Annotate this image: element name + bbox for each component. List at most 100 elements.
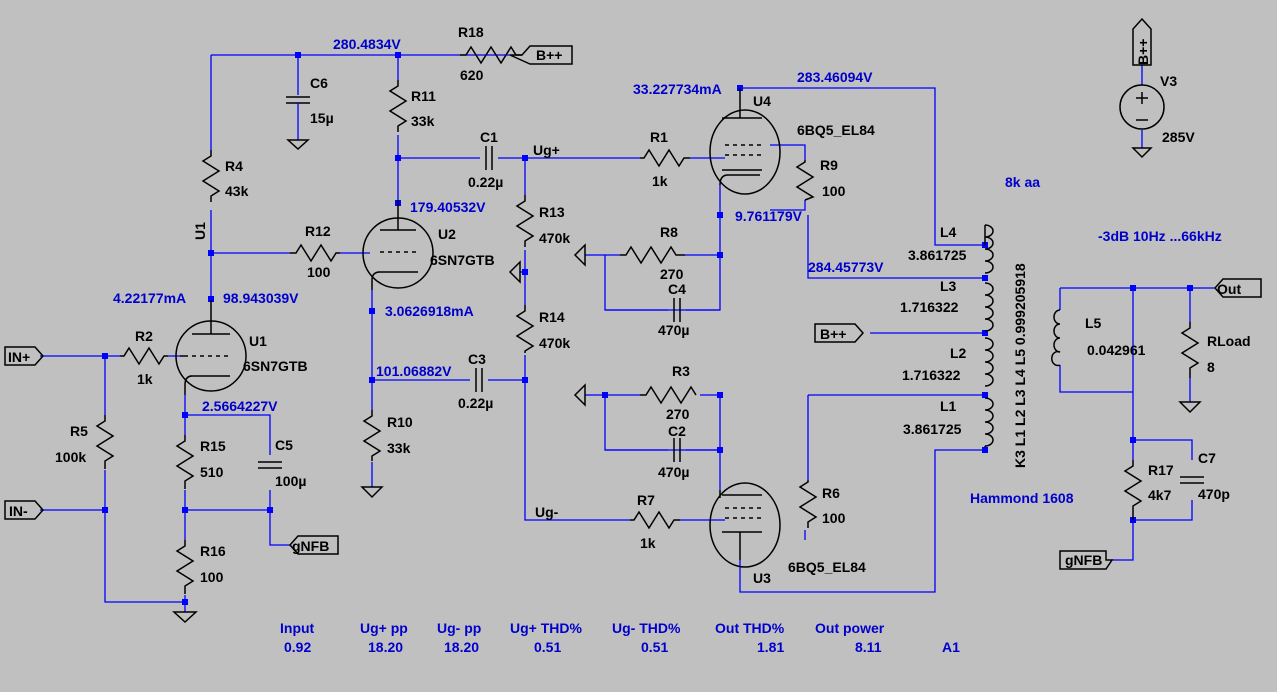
svg-text:C5: C5 [275, 437, 293, 453]
table-value-ugp-thd: 0.51 [534, 639, 561, 655]
svg-text:R1: R1 [650, 129, 668, 145]
tube-u2[interactable] [362, 200, 434, 290]
resistor-rload [1180, 322, 1200, 378]
svg-text:L1: L1 [940, 398, 957, 414]
svg-text:C1: C1 [480, 129, 498, 145]
resistor-r4 [201, 150, 221, 202]
svg-text:U4: U4 [753, 93, 771, 109]
svg-text:gNFB: gNFB [1065, 552, 1102, 568]
svg-text:V3: V3 [1160, 73, 1177, 89]
capacitor-c4 [673, 298, 681, 322]
svg-text:470k: 470k [539, 335, 570, 351]
resistor-r12 [290, 243, 340, 263]
svg-text:283.46094V: 283.46094V [797, 69, 873, 85]
svg-text:Hammond 1608: Hammond 1608 [970, 490, 1074, 506]
resistor-r18 [460, 45, 522, 65]
svg-text:6BQ5_EL84: 6BQ5_EL84 [797, 122, 875, 138]
svg-text:470µ: 470µ [658, 464, 689, 480]
svg-text:1k: 1k [652, 173, 668, 189]
svg-text:1.716322: 1.716322 [902, 367, 961, 383]
svg-text:C7: C7 [1198, 450, 1216, 466]
resistor-r9 [795, 160, 815, 201]
table-value-input: 0.92 [284, 639, 311, 655]
capacitor-c3 [475, 368, 483, 392]
svg-text:1k: 1k [640, 535, 656, 551]
svg-text:R15: R15 [200, 438, 226, 454]
net-flag-out[interactable]: Out [1213, 278, 1262, 298]
svg-text:6SN7GTB: 6SN7GTB [243, 358, 308, 374]
resistor-r3 [640, 385, 697, 405]
resistor-r2 [120, 346, 168, 366]
svg-text:100: 100 [307, 264, 331, 280]
svg-text:6BQ5_EL84: 6BQ5_EL84 [788, 559, 866, 575]
net-flag-gnfb-right[interactable]: gNFB [1059, 550, 1114, 570]
net-flag-in-minus[interactable]: IN- [4, 500, 45, 520]
svg-text:R2: R2 [135, 328, 153, 344]
svg-text:100k: 100k [55, 449, 86, 465]
table-header-ugp-pp: Ug+ pp [360, 620, 408, 636]
resistor-r14 [515, 305, 535, 353]
results-table: Input Ug+ pp Ug- pp Ug+ THD% Ug- THD% Ou… [280, 620, 960, 655]
table-header-input: Input [280, 620, 315, 636]
svg-text:L4: L4 [940, 224, 957, 240]
svg-text:33k: 33k [411, 113, 435, 129]
svg-text:C3: C3 [468, 351, 486, 367]
svg-text:15µ: 15µ [310, 110, 334, 126]
svg-text:B++: B++ [536, 47, 562, 63]
capacitor-c5 [258, 461, 282, 469]
tube-u3[interactable] [709, 482, 781, 568]
output-transformer[interactable] [984, 224, 994, 447]
svg-text:270: 270 [666, 406, 690, 422]
svg-text:4k7: 4k7 [1148, 487, 1172, 503]
svg-text:R11: R11 [411, 88, 436, 104]
net-flag-bpp-v3[interactable]: B++ [1132, 17, 1152, 66]
svg-text:R17: R17 [1148, 462, 1174, 478]
resistors[interactable] [95, 45, 1200, 594]
svg-text:270: 270 [660, 266, 684, 282]
resistor-r5 [95, 415, 115, 469]
resistor-r16 [175, 540, 195, 594]
svg-text:R18: R18 [458, 24, 484, 40]
net-flag-in-plus[interactable]: IN+ [4, 346, 45, 366]
net-flag-bpp-mid[interactable]: B++ [814, 323, 865, 343]
svg-text:R14: R14 [539, 309, 565, 325]
tube-u1[interactable] [175, 300, 247, 395]
svg-text:R3: R3 [672, 363, 690, 379]
inductor-l5[interactable] [1051, 309, 1061, 367]
resistor-r15 [175, 435, 195, 489]
svg-text:R12: R12 [305, 223, 331, 239]
svg-text:R16: R16 [200, 543, 226, 559]
ground-symbols [172, 139, 1202, 624]
svg-text:R13: R13 [539, 204, 565, 220]
table-header-ugm-thd: Ug- THD% [612, 620, 681, 636]
tube-u4[interactable] [709, 88, 781, 195]
svg-text:U3: U3 [753, 570, 771, 586]
svg-text:R6: R6 [822, 485, 840, 501]
svg-text:-3dB 10Hz ...66kHz: -3dB 10Hz ...66kHz [1098, 228, 1222, 244]
svg-text:101.06882V: 101.06882V [376, 363, 452, 379]
svg-text:L2: L2 [950, 345, 967, 361]
capacitors[interactable] [258, 96, 1204, 484]
svg-text:470µ: 470µ [658, 322, 689, 338]
svg-text:K3 L1 L2 L3 L4 L5 0.999205918: K3 L1 L2 L3 L4 L5 0.999205918 [1012, 263, 1028, 468]
net-flag-gnfb-left[interactable]: gNFB [288, 535, 339, 555]
svg-text:284.45773V: 284.45773V [808, 259, 884, 275]
resistor-r11 [388, 80, 408, 132]
svg-text:100µ: 100µ [275, 473, 306, 489]
svg-text:R5: R5 [70, 423, 88, 439]
table-header-out-power: Out power [815, 620, 885, 636]
svg-text:Ug-: Ug- [535, 504, 559, 520]
svg-text:U1: U1 [249, 333, 267, 349]
net-flag-bpp-top[interactable]: B++ [509, 45, 573, 65]
table-value-ugp-pp: 18.20 [368, 639, 403, 655]
svg-text:R9: R9 [820, 157, 838, 173]
svg-text:179.40532V: 179.40532V [410, 199, 486, 215]
svg-text:C4: C4 [668, 281, 686, 297]
svg-text:98.943039V: 98.943039V [223, 290, 299, 306]
junction-dots [102, 52, 1193, 605]
svg-text:C6: C6 [310, 75, 328, 91]
svg-text:1k: 1k [137, 371, 153, 387]
svg-text:280.4834V: 280.4834V [333, 36, 401, 52]
voltage-source-v3[interactable] [1119, 84, 1165, 130]
